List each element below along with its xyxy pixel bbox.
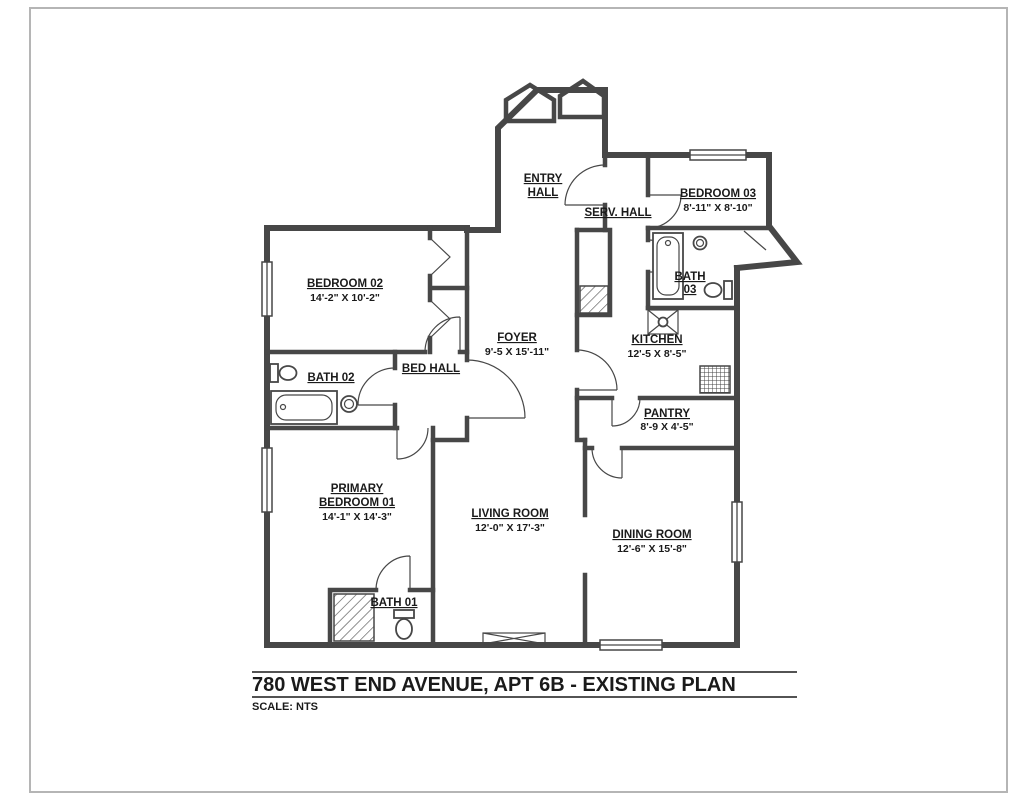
room-dims-foyer: 9'-5 X 15'-11": [485, 346, 549, 358]
closet-bifold-door: [429, 237, 451, 339]
tub-drain-icon: [664, 239, 672, 247]
door-swings: [357, 164, 767, 591]
bath02-fixtures: [269, 363, 358, 425]
closet-door-leaf: [743, 230, 767, 251]
kitchen-sink-icon: [657, 316, 669, 328]
room-dims-bedroom-02: 14'-2" X 10'-2": [310, 292, 380, 304]
wall-segment: [574, 227, 588, 443]
door-arc: [591, 447, 623, 479]
bathtub-basin-icon: [275, 394, 333, 421]
sink-basin-icon: [343, 398, 355, 410]
room-labels: ENTRY HALL SERV. HALL BEDROOM 03 8'-11" …: [307, 173, 756, 609]
door-arc: [647, 194, 682, 229]
wall-segment: [464, 87, 803, 272]
room-label-bed-hall: BED HALL: [402, 363, 460, 375]
title-block: 780 WEST END AVENUE, APT 6B - EXISTING P…: [252, 671, 797, 713]
toilet-icon: [278, 365, 298, 381]
plan-title: 780 WEST END AVENUE, APT 6B - EXISTING P…: [252, 674, 736, 696]
room-label-bath-03-2: 03: [684, 284, 697, 296]
room-label-bath-03: BATH: [674, 271, 705, 283]
sink-basin-icon: [695, 238, 705, 248]
room-label-living-room: LIVING ROOM: [471, 508, 548, 520]
room-label-bath-01: BATH 01: [370, 597, 418, 609]
scale-note: SCALE: NTS: [252, 701, 318, 713]
room-label-entry-hall-2: HALL: [528, 187, 559, 199]
shower-icon: [333, 593, 375, 642]
room-label-entry-hall: ENTRY: [524, 173, 563, 185]
bathtub-icon: [652, 232, 684, 300]
interior-walls: [264, 78, 772, 648]
room-label-primary-bedroom-2: BEDROOM 01: [319, 497, 396, 509]
room-label-primary-bedroom: PRIMARY: [331, 483, 384, 495]
room-label-kitchen: KITCHEN: [631, 334, 682, 346]
tub-drain-icon: [279, 403, 287, 411]
wall-segment: [327, 587, 436, 648]
sheet-border: [29, 7, 1008, 793]
bathtub-basin-icon: [656, 236, 680, 296]
range-icon: [699, 365, 731, 394]
room-dims-bedroom-03: 8'-11" X 8'-10": [683, 202, 752, 214]
radiator-icon: [482, 632, 546, 645]
wall-segment: [430, 225, 470, 443]
room-label-foyer: FOYER: [497, 332, 537, 344]
room-dims-living-room: 12'-0" X 17'-3": [475, 522, 545, 534]
sink-icon: [692, 235, 708, 251]
toilet-tank-icon: [723, 280, 733, 300]
door-arc: [424, 316, 461, 353]
toilet-tank-icon: [269, 363, 279, 383]
kitchen-fixtures: [647, 309, 731, 394]
bath03-fixtures: [652, 232, 733, 300]
door-arc: [357, 367, 396, 406]
room-dims-kitchen: 12'-5 X 8'-5": [627, 348, 686, 360]
wall-segment: [427, 225, 470, 355]
stair-bulkhead: [503, 82, 557, 124]
misc-fixtures: [482, 285, 609, 645]
door-arc: [576, 349, 618, 391]
toilet-icon: [395, 618, 413, 640]
room-dims-dining-room: 12'-6" X 15'-8": [617, 543, 687, 555]
room-label-bedroom-03: BEDROOM 03: [680, 188, 756, 200]
toilet-tank-icon: [393, 609, 415, 619]
radiator-hatch: [482, 632, 546, 645]
room-label-serv-hall: SERV. HALL: [584, 207, 651, 219]
stair-bulkhead: [557, 78, 607, 120]
room-dims-pantry: 8'-9 X 4'-5": [640, 421, 693, 433]
toilet-icon: [703, 282, 723, 298]
room-label-bedroom-02: BEDROOM 02: [307, 278, 383, 290]
door-arc: [396, 427, 429, 460]
wall-segment: [574, 227, 613, 318]
windows: [261, 149, 747, 651]
room-dims-primary-bedroom: 14'-1" X 14'-3": [322, 511, 392, 523]
room-label-dining-room: DINING ROOM: [612, 529, 691, 541]
door-arc: [466, 359, 526, 419]
bath01-fixtures: [333, 593, 415, 642]
sink-icon: [340, 395, 358, 413]
shaft-icon: [579, 285, 609, 314]
room-label-bath-02: BATH 02: [307, 372, 354, 384]
room-label-pantry: PANTRY: [644, 408, 690, 420]
door-arc: [375, 555, 411, 591]
door-arc: [611, 397, 641, 427]
bathtub-icon: [270, 390, 338, 425]
kitchen-sink-counter-icon: [647, 309, 679, 335]
door-arc: [564, 164, 606, 206]
